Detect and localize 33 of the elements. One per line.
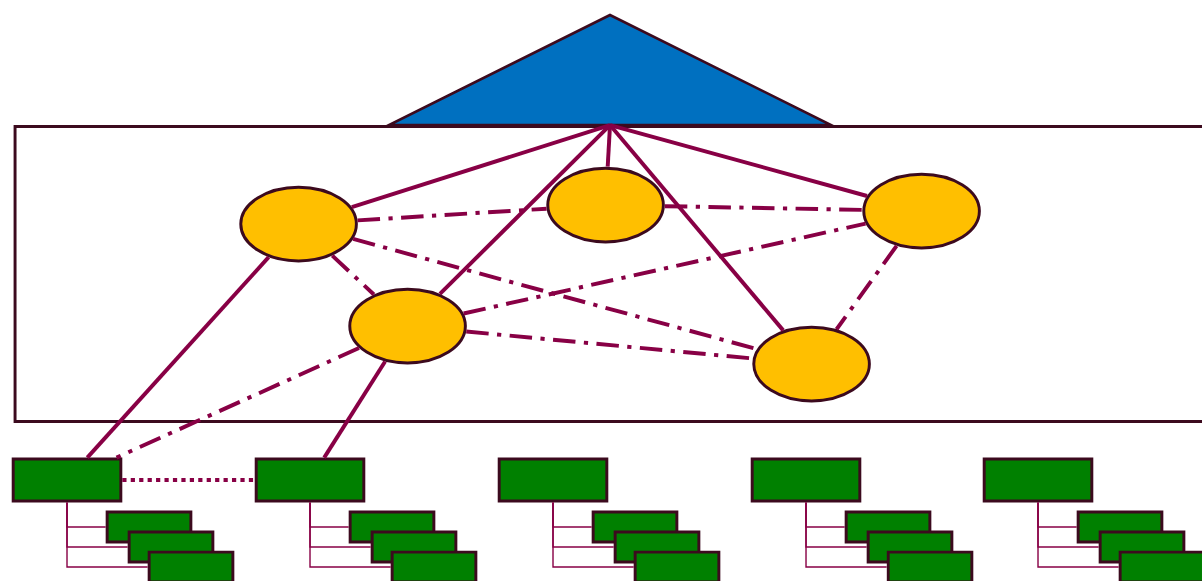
box bbox=[254, 457, 366, 503]
connector-line bbox=[66, 501, 149, 568]
connector-line bbox=[1037, 501, 1120, 568]
connector-line bbox=[122, 478, 255, 482]
connector-line bbox=[322, 360, 387, 459]
box bbox=[750, 457, 862, 503]
connector-line bbox=[609, 123, 868, 198]
box bbox=[982, 457, 1094, 503]
box bbox=[11, 457, 123, 503]
ellipse bbox=[546, 166, 665, 244]
connector-line bbox=[330, 254, 376, 296]
box bbox=[147, 550, 235, 581]
connector-line bbox=[605, 125, 612, 167]
box bbox=[1118, 550, 1202, 581]
connector-line bbox=[351, 123, 611, 209]
ellipse bbox=[862, 172, 981, 250]
ellipse bbox=[239, 185, 358, 263]
connector-line bbox=[805, 501, 888, 568]
connector-line bbox=[664, 204, 863, 212]
connector-line bbox=[835, 244, 899, 331]
connector-line bbox=[438, 123, 612, 296]
connector-line bbox=[357, 206, 547, 223]
box bbox=[633, 550, 721, 581]
box bbox=[497, 457, 609, 503]
connector-line bbox=[115, 346, 360, 460]
connector-line bbox=[552, 501, 635, 568]
ellipse bbox=[752, 325, 871, 403]
connector-line bbox=[85, 255, 271, 459]
box bbox=[886, 550, 974, 581]
connector-line bbox=[463, 221, 866, 316]
ellipse bbox=[348, 287, 467, 365]
box bbox=[390, 550, 478, 581]
connector-line bbox=[309, 501, 392, 568]
